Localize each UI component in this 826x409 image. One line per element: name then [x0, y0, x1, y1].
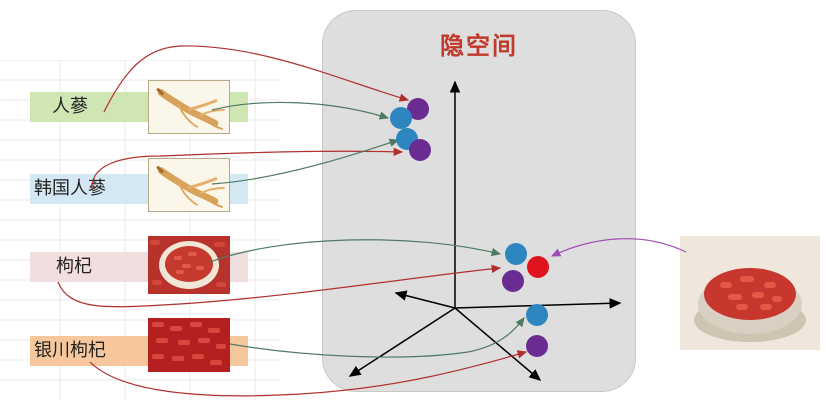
latent-space-title: 隐空间	[440, 32, 518, 60]
ginseng-root-icon	[149, 81, 229, 133]
arrow-text-goji	[57, 264, 502, 308]
arrow-query-image	[550, 238, 687, 257]
goji-pile-image	[148, 318, 230, 372]
axis-left	[394, 290, 456, 309]
dot-goji-image	[505, 243, 527, 265]
axis-front-right	[454, 307, 542, 381]
query-goji-image	[680, 236, 820, 350]
korean-ginseng-image	[148, 158, 230, 212]
dot-query	[527, 256, 549, 278]
text-embedding-arrows	[57, 45, 528, 397]
dot-ginseng-image	[390, 107, 412, 129]
latent-axes	[348, 80, 622, 381]
arrow-image-yinchuan-goji	[229, 317, 525, 358]
arrow-image-ginseng	[211, 101, 390, 120]
dot-ginseng-text	[407, 98, 429, 120]
dot-yinchuan-goji-image	[526, 304, 548, 326]
dot-korean-ginseng-text	[409, 139, 431, 161]
embedding-dots	[390, 98, 549, 357]
arrow-image-korean-ginseng	[211, 138, 400, 185]
ginseng-root-icon	[149, 159, 229, 211]
axis-front-left	[348, 307, 456, 377]
ginseng-image	[148, 80, 230, 134]
arrow-text-yinchuan-goji	[89, 350, 528, 397]
goji-bowl-icon	[680, 236, 820, 350]
arrow-image-goji	[209, 239, 502, 263]
arrow-text-ginseng	[103, 45, 410, 113]
goji-pile-icon	[148, 318, 230, 372]
goji-bowl-icon	[148, 236, 230, 294]
dot-goji-text	[502, 270, 524, 292]
arrow-text-korean-ginseng	[91, 147, 404, 191]
image-embedding-arrows	[209, 101, 525, 358]
dot-yinchuan-goji-text	[526, 335, 548, 357]
goji-bowl-image	[148, 236, 230, 294]
